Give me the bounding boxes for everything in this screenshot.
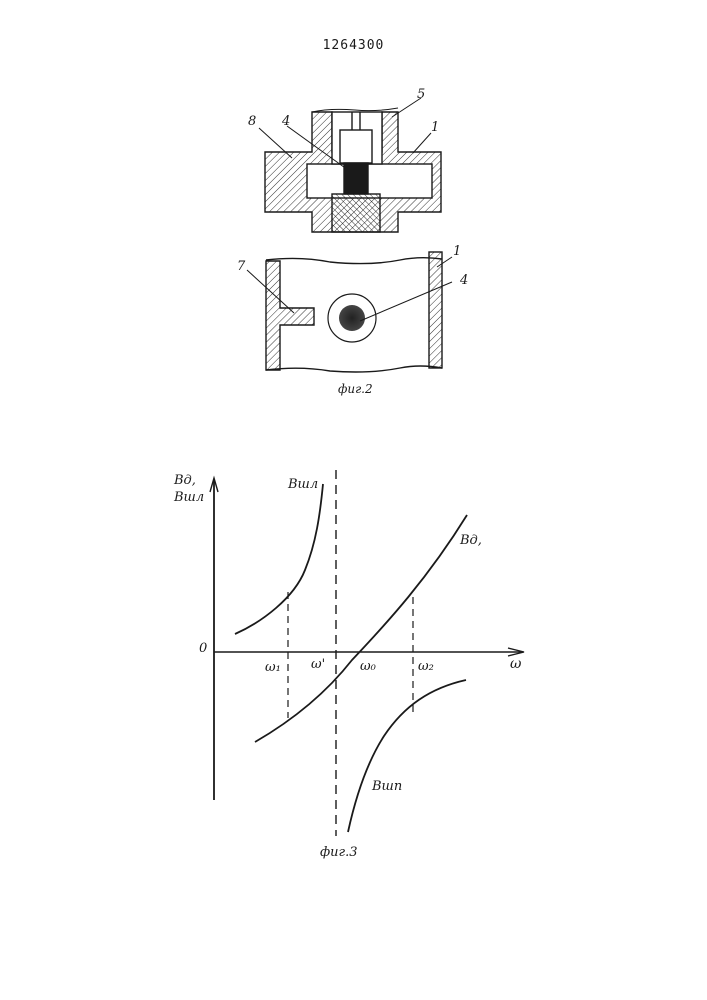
inner-cavity — [307, 164, 432, 198]
left-wall-with-tab — [266, 261, 314, 370]
right-wall — [429, 252, 442, 368]
omega-2-label: ω₂ — [418, 659, 434, 674]
curve-bshl-upper — [235, 484, 323, 634]
origin-label: 0 — [199, 641, 207, 656]
lower-block — [332, 194, 380, 232]
label-part-8: 8 — [248, 114, 256, 129]
curve-bd — [255, 515, 467, 742]
figure2-top-view — [265, 108, 441, 232]
plunger — [340, 130, 372, 163]
omega-0-label: ω₀ — [360, 659, 377, 674]
y-axis-label-1: Вд, — [173, 473, 196, 488]
label-part-1-top: 1 — [431, 120, 439, 135]
curve-bshp-lower — [348, 680, 466, 832]
figure2-caption: фиг.2 — [338, 382, 373, 396]
omega-1-label: ω₁ — [265, 660, 281, 675]
label-part-1-bottom: 1 — [453, 244, 461, 259]
curve-label-bshp-lower: Вшп — [371, 779, 402, 794]
dark-insert — [344, 163, 368, 194]
figure3-caption: фиг.3 — [320, 845, 358, 860]
curve-label-bshl-upper: Вшл — [287, 477, 318, 492]
label-part-5: 5 — [417, 87, 425, 102]
label-part-7: 7 — [237, 259, 246, 274]
x-axis-label: ω — [510, 656, 522, 672]
label-part-4-top: 4 — [281, 114, 290, 129]
y-axis-label-2: Вшл — [173, 490, 204, 505]
figure3-graph — [210, 470, 524, 836]
dark-dot — [339, 305, 365, 331]
label-part-4-bottom: 4 — [459, 273, 468, 288]
curve-label-bd: Вд, — [459, 533, 482, 548]
omega-prime-label: ω' — [311, 657, 325, 672]
